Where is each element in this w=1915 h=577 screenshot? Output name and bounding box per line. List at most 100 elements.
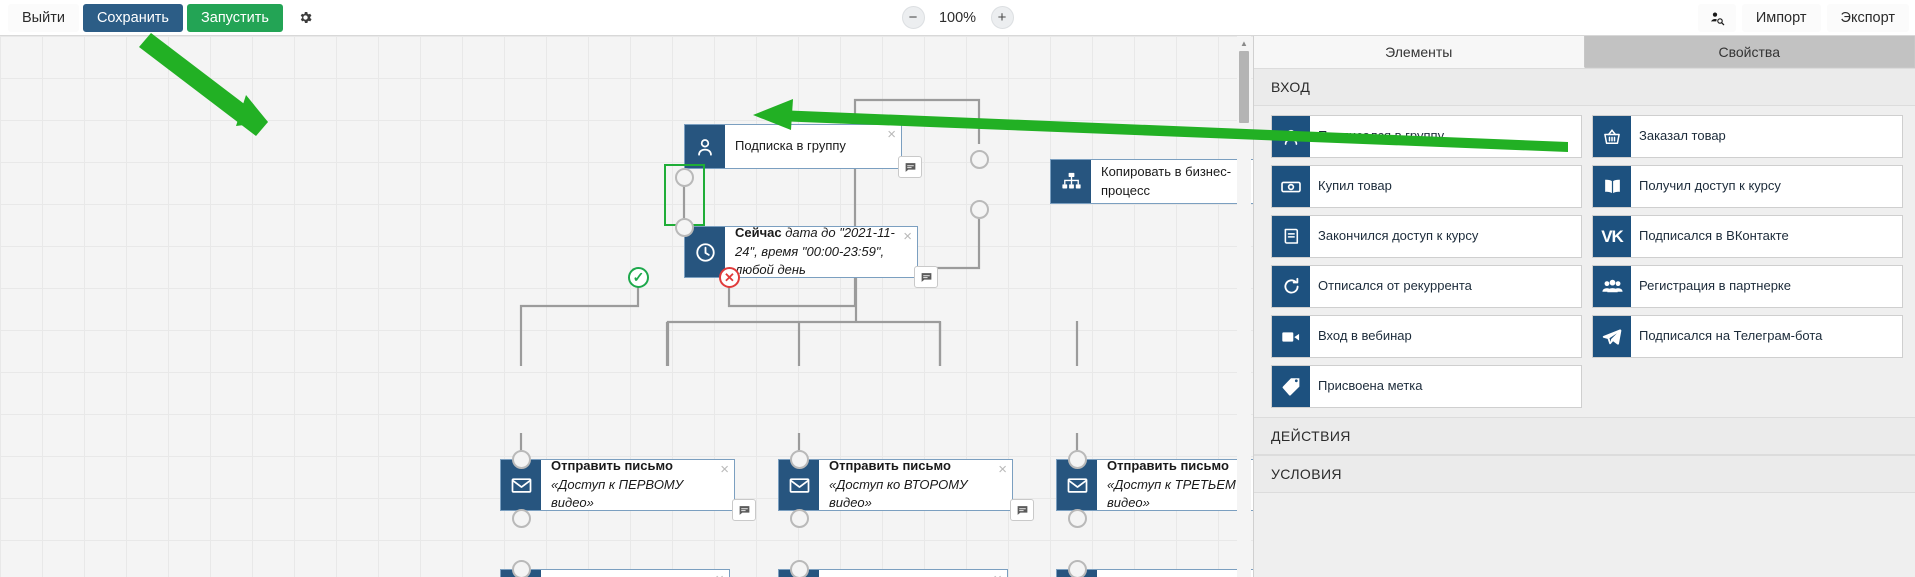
element-card-label: Вход в вебинар [1318,328,1412,344]
node-sub-text: дата до "2021-11-24", время "00:00-23:59… [735,224,895,278]
element-card-subscribed-group[interactable]: Подписался в группу [1271,115,1582,158]
org-chart-icon [1051,160,1091,203]
flow-node-pause-1[interactable]: Пауза до 00:00 ПН, ВТ, СР, ЧТ, ПТ, СБ, В… [500,569,730,577]
banknote-icon [1272,166,1310,207]
toolbar-right-group: Импорт Экспорт [1697,3,1909,32]
person-icon [685,125,725,168]
flow-node-send-email-3[interactable]: Отправить письмо «Доступ к ТРЕТЬЕМ видео… [1056,457,1253,514]
close-icon[interactable]: × [998,461,1007,478]
close-icon[interactable]: × [887,126,896,143]
element-card-bought-product[interactable]: Купил товар [1271,165,1582,208]
node-sub-text: «Доступ к ПЕРВОМУ видео» [551,476,684,511]
node-port-top[interactable] [1068,560,1087,577]
flow-node-pause-2[interactable]: Пауза 1д. 0ч. 0м. × [778,569,1008,577]
port-no[interactable]: ✕ [719,267,740,288]
scrollbar-thumb[interactable] [1239,51,1249,123]
close-icon[interactable]: × [715,572,724,577]
zoom-out-button[interactable]: − [901,6,925,29]
envelope-icon [1057,460,1097,510]
node-port-bottom[interactable] [1068,509,1087,528]
flow-node-label: Отправить письмо «Доступ ко ВТОРОМУ виде… [819,457,1012,511]
flow-node-datetime-condition[interactable]: Сейчас дата до "2021-11-24", время "00:0… [684,224,918,278]
flow-node-label: Пауза до 00:00 ПН, ВТ, СР, ЧТ, ПТ, СБ, В… [541,570,729,577]
vk-icon: VK [1593,216,1631,257]
element-card-label: Закончился доступ к курсу [1318,228,1479,244]
import-button[interactable]: Импорт [1741,3,1821,32]
element-card-webinar-entry[interactable]: Вход в вебинар [1271,315,1582,358]
toolbar-left-group: Выйти Сохранить Запустить [0,3,318,32]
export-button[interactable]: Экспорт [1826,3,1909,32]
element-card-label: Купил товар [1318,178,1392,194]
element-card-ordered-product[interactable]: Заказал товар [1592,115,1903,158]
node-port-top[interactable] [675,218,694,237]
element-card-telegram-bot-subscribed[interactable]: Подписался на Телеграм-бота [1592,315,1903,358]
node-port-top[interactable] [512,560,531,577]
telegram-icon [1593,316,1631,357]
note-icon[interactable] [914,266,938,288]
save-button[interactable]: Сохранить [82,3,183,32]
close-icon[interactable]: × [720,461,729,478]
element-card-vk-subscribed[interactable]: VK Подписался в ВКонтакте [1592,215,1903,258]
zoom-in-button[interactable]: + [990,6,1014,29]
element-card-label: Подписался на Телеграм-бота [1639,328,1823,344]
flow-node-subscription[interactable]: Подписка в группу × [684,124,902,169]
node-port-bottom[interactable] [512,509,531,528]
element-card-course-access-granted[interactable]: Получил доступ к курсу [1592,165,1903,208]
flow-node-send-email-2[interactable]: Отправить письмо «Доступ ко ВТОРОМУ виде… [778,457,1013,511]
node-port-top[interactable] [790,560,809,577]
element-card-tag-assigned[interactable]: Присвоена метка [1271,365,1582,408]
tab-elements[interactable]: Элементы [1254,36,1585,68]
clock-icon [685,227,725,277]
flow-node-copy-to-business-process[interactable]: Копировать в бизнес-процесс × [1050,159,1253,204]
exit-button[interactable]: Выйти [8,3,79,32]
node-port-top[interactable] [512,450,531,469]
note-icon[interactable] [898,156,922,178]
canvas-vertical-scrollbar[interactable]: ▲ [1237,36,1251,577]
basket-icon [1593,116,1631,157]
element-card-course-access-ended[interactable]: Закончился доступ к курсу [1271,215,1582,258]
element-card-label: Подписался в ВКонтакте [1639,228,1789,244]
node-title-text: Сейчас [735,224,786,240]
node-title-text: Отправить письмо [829,457,951,473]
element-card-label: Заказал товар [1639,128,1726,144]
node-port-top[interactable] [790,450,809,469]
note-icon[interactable] [1010,499,1034,521]
section-header-actions[interactable]: ДЕЙСТВИЯ [1254,417,1915,455]
node-port-bottom[interactable] [970,200,989,219]
close-icon[interactable]: × [993,572,1002,577]
node-label-wrap: Отправить письмо «Доступ к ПЕРВОМУ видео… [551,457,712,514]
section-header-entry[interactable]: ВХОД [1254,68,1915,106]
node-title-text: Отправить письмо [551,457,673,473]
node-title-text: Отправить письмо [1107,457,1229,473]
top-toolbar: Выйти Сохранить Запустить − 100% + Импор… [0,0,1915,36]
note-icon[interactable] [732,499,756,521]
section-header-conditions[interactable]: УСЛОВИЯ [1254,455,1915,493]
run-button[interactable]: Запустить [187,3,283,32]
node-port-top[interactable] [970,150,989,169]
flow-node-label: Подписка в группу [725,125,901,168]
element-card-label: Получил доступ к курсу [1639,178,1781,194]
element-card-label: Присвоена метка [1318,378,1423,394]
node-port-bottom[interactable] [790,509,809,528]
tab-properties[interactable]: Свойства [1584,36,1915,68]
flow-node-send-email-1[interactable]: Отправить письмо «Доступ к ПЕРВОМУ видео… [500,458,735,511]
flow-node-label: Отправить письмо «Доступ к ПЕРВОМУ видео… [541,458,734,511]
highlight-rectangle [664,164,705,226]
element-card-recurrent-unsubscribed[interactable]: Отписался от рекуррента [1271,265,1582,308]
port-yes[interactable]: ✓ [628,267,649,288]
entry-elements-grid: Подписался в группу Заказал товар Купил … [1254,106,1915,417]
scroll-up-arrow-icon[interactable]: ▲ [1240,38,1248,48]
envelope-icon [501,460,541,510]
node-title-text: Подписка в группу [735,138,846,154]
element-card-label: Подписался в группу [1318,128,1445,144]
node-label-wrap: Отправить письмо «Доступ к ТРЕТЬЕМ видео… [1107,457,1253,514]
flow-canvas[interactable]: Подписка в группу × Сейчас дата до "2021… [0,36,1253,577]
node-title-text: Копировать в бизнес-процесс [1101,163,1232,198]
close-icon[interactable]: × [903,228,912,245]
gear-icon[interactable] [294,4,318,32]
element-card-label: Отписался от рекуррента [1318,278,1472,294]
node-port-top[interactable] [1068,450,1087,469]
user-search-icon[interactable] [1697,3,1736,32]
element-card-affiliate-registration[interactable]: Регистрация в партнерке [1592,265,1903,308]
node-port-bottom[interactable] [675,168,694,187]
